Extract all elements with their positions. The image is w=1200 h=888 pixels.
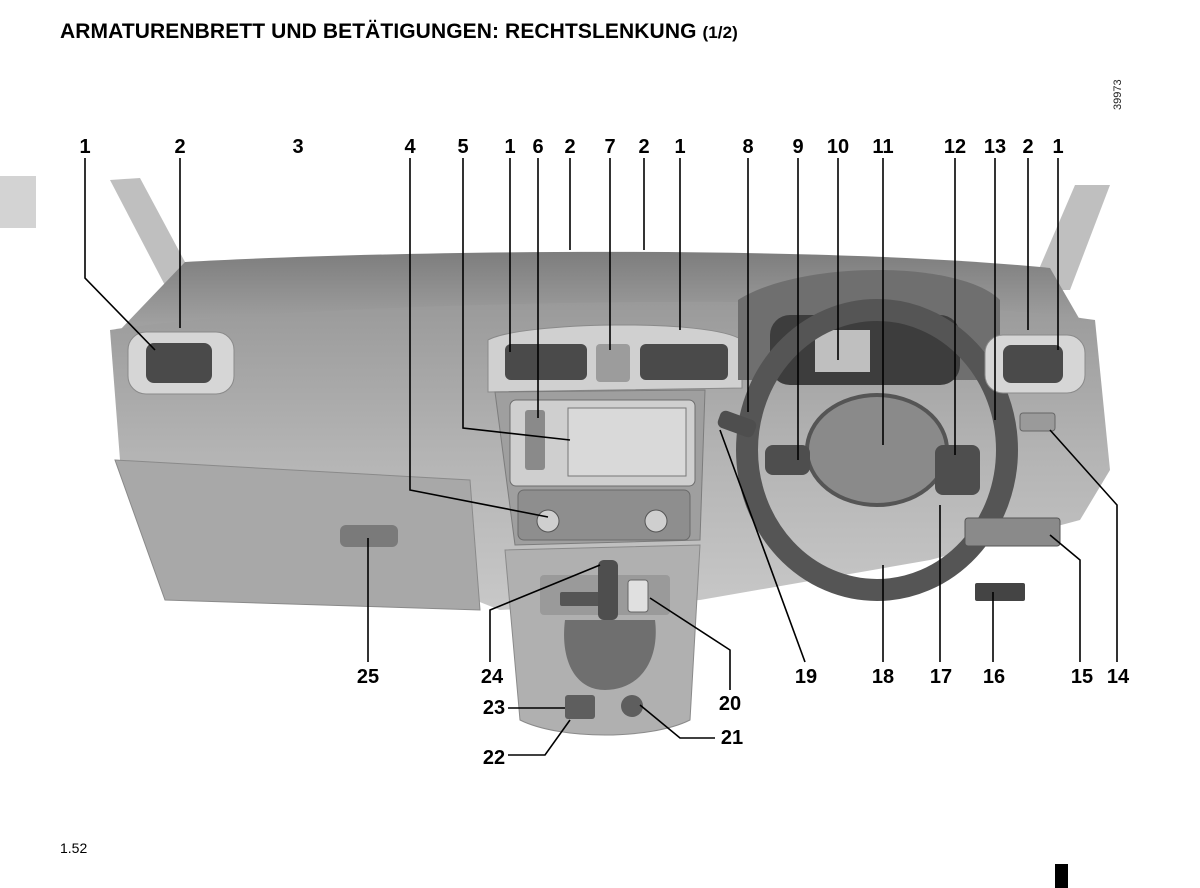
left-climate-knob — [536, 509, 560, 533]
usb-ports — [565, 695, 595, 719]
center-vent-left — [505, 344, 587, 380]
callout-number: 17 — [930, 666, 952, 688]
callout-number: 25 — [357, 666, 379, 688]
center-vent-right — [640, 344, 728, 380]
callout-number: 4 — [404, 136, 416, 158]
cup-holder — [621, 695, 643, 717]
obd-socket — [975, 583, 1025, 601]
callout-number: 1 — [79, 136, 90, 158]
callout-number: 24 — [481, 666, 504, 688]
console-switches — [560, 592, 608, 606]
callout-number: 10 — [827, 136, 849, 158]
callout-number: 19 — [795, 666, 817, 688]
callout-number: 2 — [638, 136, 649, 158]
lower-left-callouts: 23 22 21 — [483, 697, 743, 769]
callout-number: 16 — [983, 666, 1005, 688]
callout-number: 5 — [457, 136, 468, 158]
leader-lines — [84, 158, 1118, 756]
callout-number: 15 — [1071, 666, 1093, 688]
callout-number: 1 — [1052, 136, 1063, 158]
callout-number: 1 — [504, 136, 515, 158]
page-marker — [1055, 864, 1068, 888]
console-socket — [627, 579, 649, 613]
glovebox-handle — [340, 525, 398, 547]
glovebox — [114, 459, 481, 611]
cluster-display — [815, 330, 870, 372]
right-vent-grille — [1003, 345, 1063, 383]
callout-number: 23 — [483, 697, 505, 719]
left-pillar — [110, 178, 200, 295]
callout-number: 21 — [721, 727, 743, 749]
steering-hub — [805, 393, 949, 507]
left-vent-grille — [146, 343, 212, 383]
gear-lever — [598, 560, 618, 620]
callout-number: 12 — [944, 136, 966, 158]
page-title-suffix: (1/2) — [702, 23, 738, 42]
gear-boot — [564, 620, 656, 690]
callout-number: 1 — [674, 136, 685, 158]
callout-number: 13 — [984, 136, 1006, 158]
page-number: 1.52 — [60, 840, 88, 856]
callout-number: 2 — [564, 136, 575, 158]
callout-number: 3 — [292, 136, 303, 158]
bottom-callouts: 25 24 20 19 18 17 16 15 14 — [357, 666, 1130, 715]
callout-number: 7 — [604, 136, 615, 158]
callout-number: 18 — [872, 666, 894, 688]
section-tab — [0, 176, 36, 228]
lower-switch-panel — [964, 517, 1061, 547]
page-title: ARMATURENBRETT UND BETÄTIGUNGEN: RECHTSL… — [60, 20, 738, 44]
wiper-stalk — [717, 410, 757, 438]
right-climate-knob — [644, 509, 668, 533]
steering-wheel — [736, 299, 1018, 601]
wheel-controls-left — [765, 445, 810, 475]
callout-number: 8 — [742, 136, 753, 158]
headlight-switch — [1019, 412, 1056, 432]
callout-number: 14 — [1107, 666, 1130, 688]
right-pillar — [1030, 185, 1110, 290]
callout-number: 20 — [719, 693, 741, 715]
multimedia-screen — [567, 407, 687, 477]
wheel-controls-right — [935, 445, 980, 495]
callout-number: 9 — [792, 136, 803, 158]
page-title-text: ARMATURENBRETT UND BETÄTIGUNGEN: RECHTSL… — [60, 20, 697, 43]
callout-number: 6 — [532, 136, 543, 158]
screen-buttons — [525, 410, 545, 470]
callout-number: 22 — [483, 747, 505, 769]
hazard-switch — [596, 344, 630, 382]
callout-number: 2 — [1022, 136, 1033, 158]
callout-number: 11 — [872, 136, 893, 158]
callout-number: 2 — [174, 136, 185, 158]
